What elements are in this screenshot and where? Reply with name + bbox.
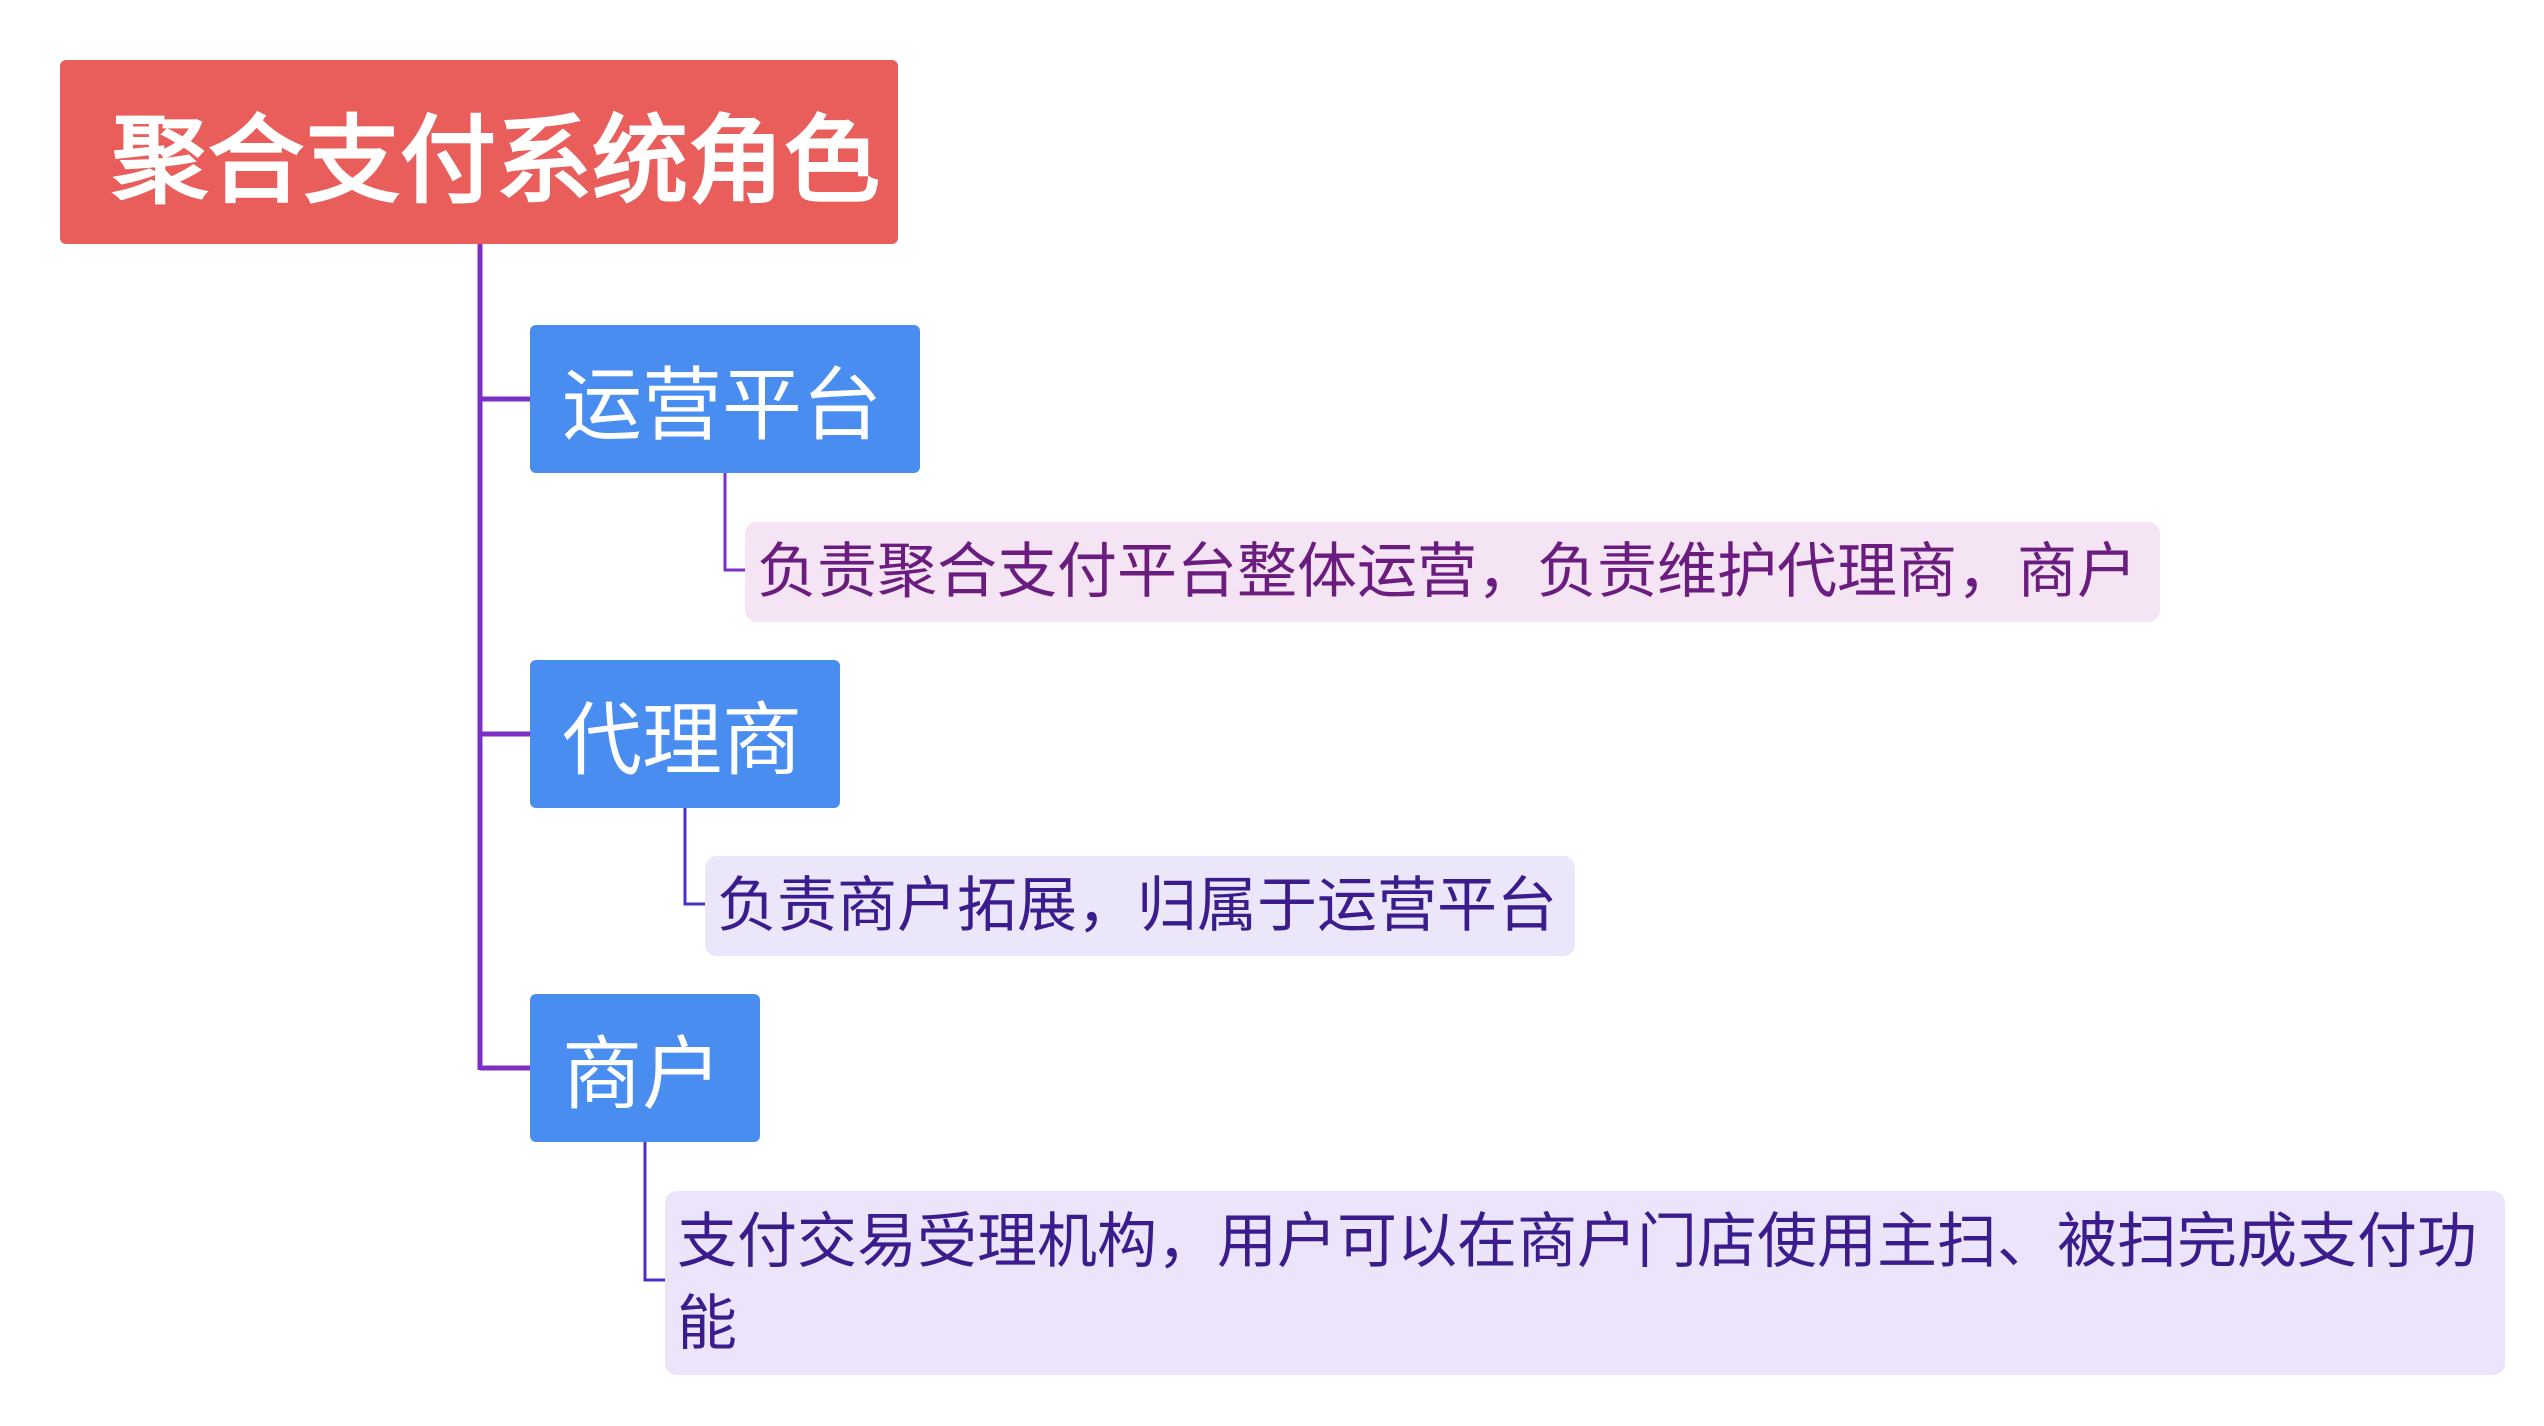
role-node-operating-platform[interactable]: 运营平台 bbox=[530, 325, 920, 473]
root-topic-label: 聚合支付系统角色 bbox=[112, 104, 880, 217]
role-node-label: 运营平台 bbox=[562, 359, 882, 452]
role-node-merchant[interactable]: 商户 bbox=[530, 994, 760, 1142]
role-description-agent[interactable]: 负责商户拓展，归属于运营平台 bbox=[705, 856, 1575, 956]
role-description-text: 支付交易受理机构，用户可以在商户门店使用主扫、被扫完成支付功能 bbox=[677, 1207, 2477, 1359]
role-description-text: 负责商户拓展，归属于运营平台 bbox=[717, 871, 1557, 941]
desc-line-agent bbox=[683, 808, 705, 906]
role-description-operating-platform[interactable]: 负责聚合支付平台整体运营，负责维护代理商，商户 bbox=[745, 522, 2160, 622]
desc-line-merchant bbox=[643, 1142, 665, 1282]
role-description-merchant[interactable]: 支付交易受理机构，用户可以在商户门店使用主扫、被扫完成支付功能 bbox=[665, 1191, 2505, 1375]
role-node-agent[interactable]: 代理商 bbox=[530, 660, 840, 808]
desc-line-operating-platform bbox=[723, 473, 745, 572]
root-topic[interactable]: 聚合支付系统角色 bbox=[60, 60, 898, 244]
role-node-label: 商户 bbox=[562, 1028, 722, 1121]
role-description-text: 负责聚合支付平台整体运营，负责维护代理商，商户 bbox=[757, 537, 2137, 607]
role-node-label: 代理商 bbox=[562, 694, 802, 787]
